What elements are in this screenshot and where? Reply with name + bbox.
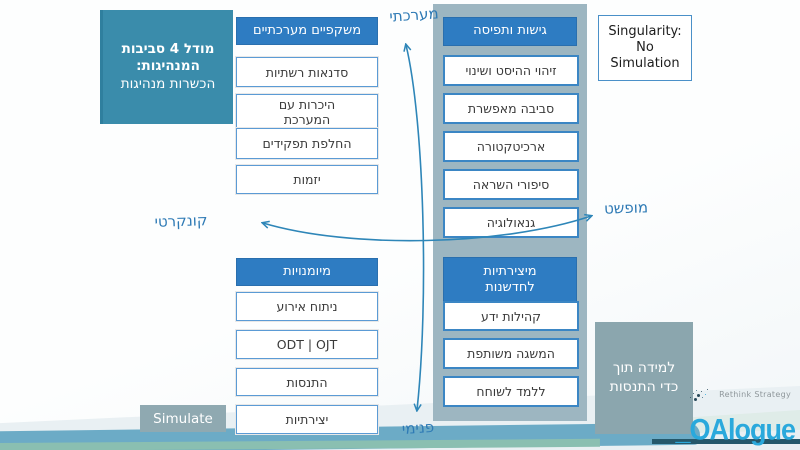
logo: Rethink Strategy _OAlogue [670, 388, 796, 446]
decorative-wave-darkline [652, 439, 800, 444]
diagram-item: ללמד לשוחח [443, 376, 579, 407]
model-box-title: מודל 4 סביבות המנהיגות: [121, 40, 215, 75]
diagram-item: יצירתיות [236, 405, 378, 434]
diagram-item: זיהוי ההיסט ושינוי [443, 55, 579, 86]
diagram-item: התנסות [236, 368, 378, 396]
axis-label-internal: פנימי [401, 417, 435, 439]
diagram-item: ניתוח אירוע [236, 292, 378, 321]
logo-brand: _OAlogue [675, 413, 796, 447]
logo-splatter-icon [694, 398, 697, 401]
logo-tagline: Rethink Strategy [719, 390, 791, 399]
diagram-item: סיפורי השראה [443, 169, 579, 200]
diagram-item: ODT | OJT [236, 330, 378, 359]
model-environments-box: מודל 4 סביבות המנהיגות: הכשרות מנהיגות [100, 10, 233, 124]
diagram-item: סביבה מאפשרת [443, 93, 579, 124]
experiential-learning-box: למידה תוך כדי התנסות [595, 322, 693, 434]
diagram-item: קהילות ידע [443, 301, 579, 331]
diagram-item: יזמות [236, 165, 378, 194]
diagram-item: ארכיטקטורה [443, 131, 579, 162]
diagram-item: המשגה משותפת [443, 338, 579, 369]
axis-label-abstract: מופשט [603, 198, 649, 218]
model-box-subtitle: הכשרות מנהיגות [120, 75, 216, 92]
header-skills: מיומנויות [236, 258, 378, 286]
diagram-item: סדנאות רשתיות [236, 57, 378, 87]
axis-label-concrete: קונקרטי [154, 211, 208, 231]
vertical-axis-arrow [406, 45, 425, 410]
header-systemic-lenses: משקפיים מערכתיים [236, 17, 378, 45]
header-creativity-innovation: מיצירתיות לחדשנות [443, 257, 577, 303]
singularity-note-box: Singularity: No Simulation [598, 15, 692, 81]
diagram-item: היכרות עם המערכת [236, 94, 378, 130]
header-approaches-perception: גישות ותפיסה [443, 17, 577, 46]
simulate-button[interactable]: Simulate [140, 405, 226, 432]
diagram-item: החלפת תפקידים [236, 128, 378, 159]
diagram-item: גנאולוגיה [443, 207, 579, 238]
